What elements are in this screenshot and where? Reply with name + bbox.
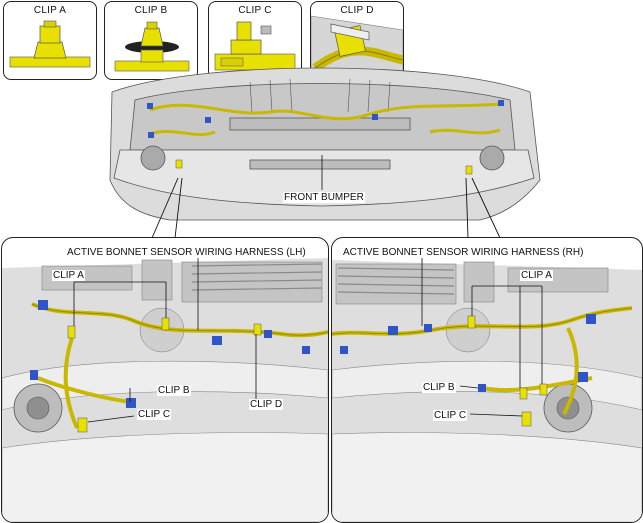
clip-b-box: CLIP B (104, 1, 198, 80)
clip-c-title: CLIP C (238, 5, 272, 16)
rh-clip-a-label: CLIP A (520, 270, 553, 281)
front-bumper-label: FRONT BUMPER (283, 192, 365, 203)
lh-clip-c-label: CLIP C (137, 409, 172, 420)
clip-d-title: CLIP D (340, 5, 374, 16)
clip-c-illustration (214, 21, 296, 71)
rh-clip-c-label: CLIP C (433, 410, 468, 421)
lh-clip-d-label: CLIP D (249, 399, 284, 410)
clip-a-title: CLIP A (33, 5, 67, 16)
rh-zoom-line-left (465, 177, 469, 239)
panel-rh: ACTIVE BONNET SENSOR WIRING HARNESS (RH)… (331, 237, 643, 523)
clip-b-title: CLIP B (134, 5, 168, 16)
rh-harness-illustration (332, 256, 642, 522)
clip-b-illustration (114, 21, 190, 72)
clip-a-illustration (9, 20, 91, 68)
panel-lh: ACTIVE BONNET SENSOR WIRING HARNESS (LH)… (1, 237, 329, 523)
clip-a-box: CLIP A (3, 1, 97, 80)
lh-zoom-line-left (151, 177, 179, 239)
front-bumper-illustration (109, 67, 541, 239)
lh-title: ACTIVE BONNET SENSOR WIRING HARNESS (LH) (66, 247, 307, 258)
lh-clip-b-label: CLIP B (157, 385, 191, 396)
lh-harness-illustration (2, 256, 328, 522)
lh-zoom-line-right (174, 177, 183, 239)
lh-clip-a-label: CLIP A (52, 270, 85, 281)
rh-zoom-line-right (471, 177, 501, 239)
clip-d-illustration (311, 15, 403, 79)
clip-d-box: CLIP D (310, 1, 404, 80)
rh-clip-b-label: CLIP B (422, 382, 456, 393)
clip-c-box: CLIP C (208, 1, 302, 80)
rh-title: ACTIVE BONNET SENSOR WIRING HARNESS (RH) (342, 247, 585, 258)
